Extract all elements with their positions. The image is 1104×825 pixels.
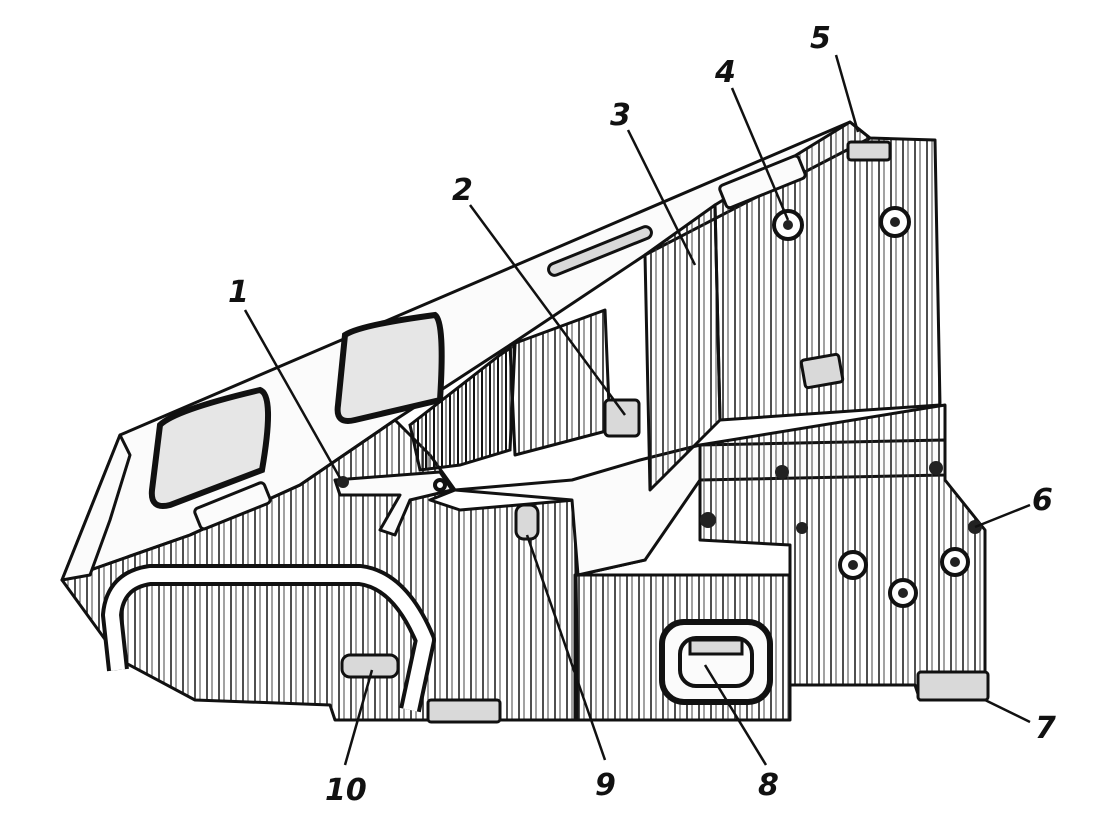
slope-windows [148,154,807,531]
left-bevel-face [60,433,132,582]
leader-5 [834,54,860,133]
bosses [700,206,982,608]
callout-7: 7 [1035,711,1056,746]
callout-4: 4 [714,55,736,90]
leader-7 [984,698,1031,724]
leader-8 [703,664,768,766]
inspection-port-latch [688,638,744,656]
callout-3: 3 [610,98,631,133]
boss-upper-left-hole [783,220,793,230]
leader-lines [243,54,1031,766]
boss-upper-right-hole [890,217,900,227]
window-upper [334,311,445,424]
slope-tab-upper [718,154,807,210]
top-clip [846,140,892,162]
window-lower [148,386,271,509]
callout-1: 1 [228,275,249,310]
slope-slot [547,225,653,277]
callout-labels: 1 2 3 4 5 6 7 8 9 10 [228,21,1056,808]
leader-1 [243,309,342,479]
leader-2 [468,204,627,416]
bolt-shelf-center [700,512,716,528]
boss-lower-1-hole [848,560,858,570]
vertical-plate-left [643,203,722,492]
callout-8: 8 [758,768,779,803]
tube-inner [105,568,432,712]
bolt-right-face [796,522,808,534]
latch-block [603,398,641,438]
marking-plate [799,352,845,390]
small-parts [101,140,990,724]
leader-4 [730,87,790,221]
bolt-shelf-1 [775,465,789,479]
bottom-foot [426,698,502,724]
upper-right-tower [713,120,942,422]
leader-9 [525,534,607,761]
foot-lug [916,670,990,702]
boss-lower-2-hole [898,588,908,598]
inner-recess-left [408,342,517,472]
hook-bracket-pin [337,476,349,488]
callout-10: 10 [325,773,367,808]
callout-5: 5 [810,21,831,56]
callout-6: 6 [1032,483,1053,518]
leader-6 [974,503,1031,529]
hook-bracket [333,470,454,537]
callout-2: 2 [452,173,473,208]
slope-tab-lower [193,481,272,531]
hook-bracket-hole [433,478,447,492]
plug-socket [514,503,540,541]
leader-3 [626,129,697,266]
boss-lower-3-hole [950,557,960,567]
callout-9: 9 [595,768,616,803]
leader-10 [343,669,374,766]
bolt-shelf-2 [929,461,943,475]
